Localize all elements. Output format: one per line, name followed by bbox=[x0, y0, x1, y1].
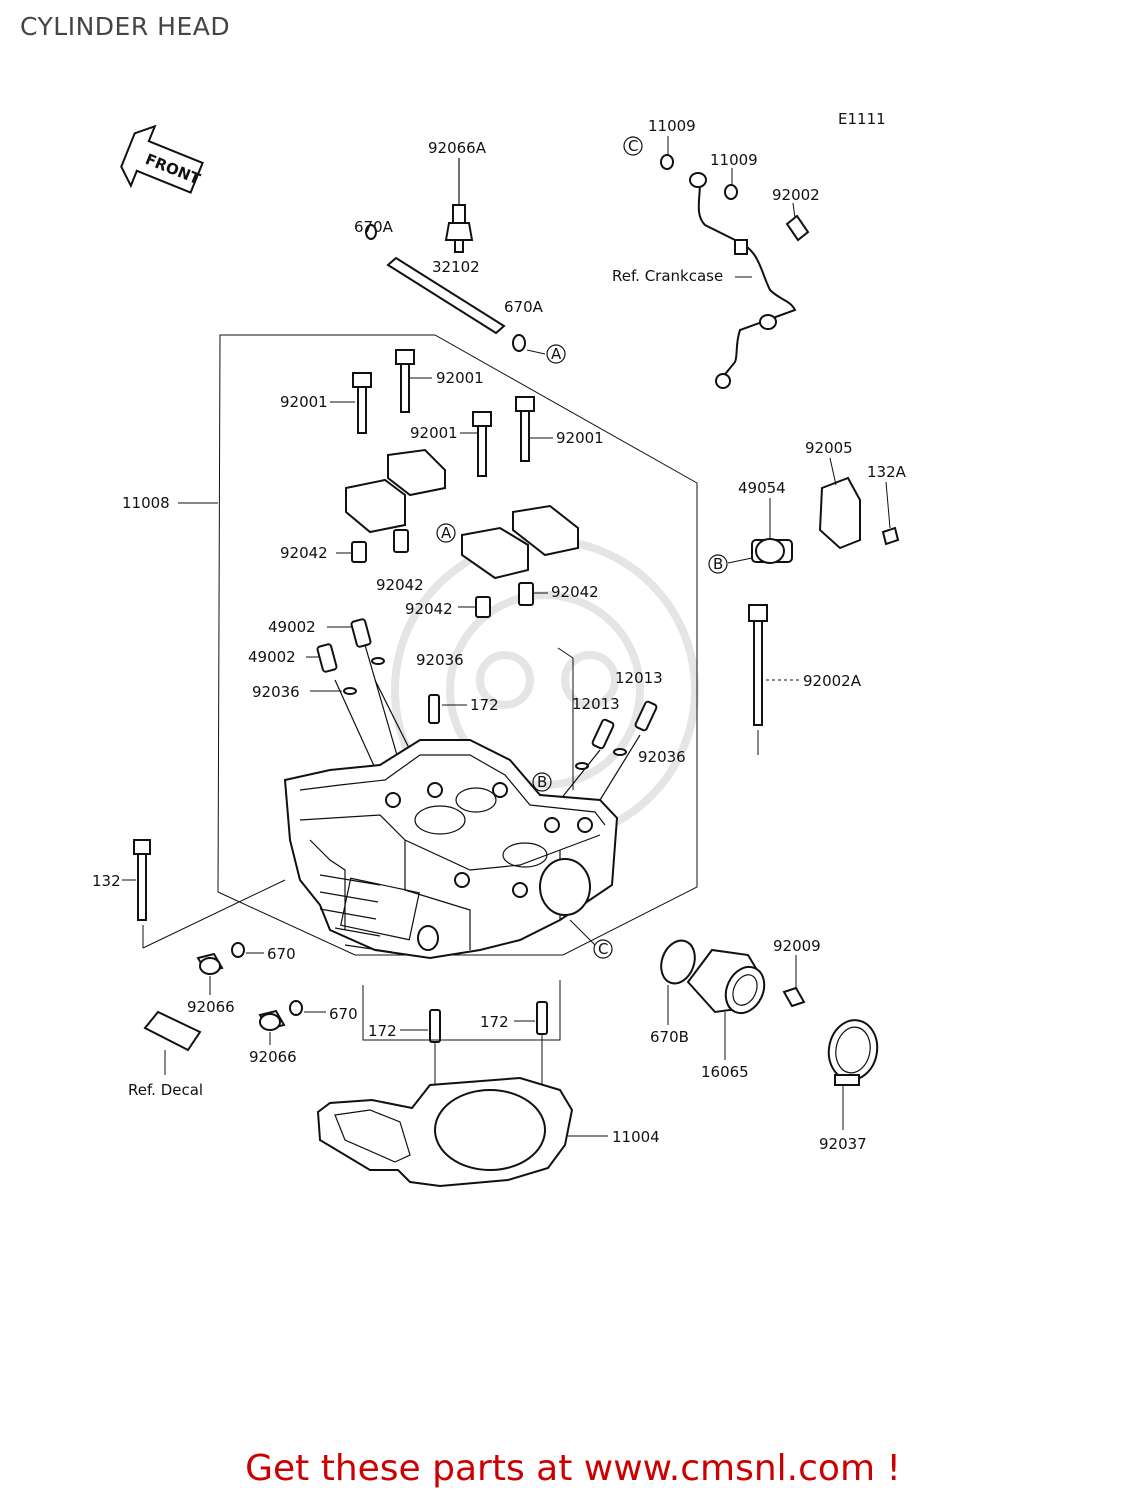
intake-holder bbox=[686, 948, 766, 1060]
dowels-92042 bbox=[336, 529, 548, 618]
stud-172-top bbox=[428, 694, 467, 724]
camshaft-caps bbox=[345, 448, 579, 580]
label-92066-2: 92066 bbox=[249, 1048, 297, 1066]
label-12013-1: 12013 bbox=[615, 669, 663, 687]
label-92042-4: 92042 bbox=[551, 583, 599, 601]
label-49002-2: 49002 bbox=[248, 648, 296, 666]
label-92042-3: 92042 bbox=[405, 600, 453, 618]
label-92042-1: 92042 bbox=[280, 544, 328, 562]
label-92009: 92009 bbox=[773, 937, 821, 955]
label-172-3: 172 bbox=[480, 1013, 509, 1031]
page-title: CYLINDER HEAD bbox=[20, 12, 231, 41]
callout-c-head: C bbox=[569, 919, 613, 959]
label-92005: 92005 bbox=[805, 439, 853, 457]
label-92001-4: 92001 bbox=[556, 429, 604, 447]
studs-172-bottom bbox=[362, 980, 561, 1095]
thermostat-housing bbox=[727, 457, 900, 564]
label-92066-1: 92066 bbox=[187, 998, 235, 1016]
label-670A-1: 670A bbox=[354, 218, 394, 236]
label-92036-2: 92036 bbox=[416, 651, 464, 669]
plugs-92066 bbox=[196, 942, 326, 1045]
label-12013-2: 12013 bbox=[572, 695, 620, 713]
label-172-1: 172 bbox=[470, 696, 499, 714]
clamp-92037 bbox=[827, 1019, 879, 1130]
svg-text:B: B bbox=[537, 773, 547, 791]
oil-pipe bbox=[365, 224, 546, 355]
label-172-2: 172 bbox=[368, 1022, 397, 1040]
oil-pressure-switch bbox=[444, 158, 474, 253]
label-ref-crankcase: Ref. Crankcase bbox=[612, 267, 723, 285]
label-92002: 92002 bbox=[772, 186, 820, 204]
label-92001-3: 92001 bbox=[410, 424, 458, 442]
label-92042-2: 92042 bbox=[376, 576, 424, 594]
svg-text:C: C bbox=[628, 137, 638, 155]
label-11009-2: 11009 bbox=[710, 151, 758, 169]
label-670A-2: 670A bbox=[504, 298, 544, 316]
label-670-1: 670 bbox=[267, 945, 296, 963]
label-92001-2: 92001 bbox=[280, 393, 328, 411]
label-49002-1: 49002 bbox=[268, 618, 316, 636]
svg-text:A: A bbox=[551, 345, 562, 363]
svg-text:A: A bbox=[441, 524, 452, 542]
label-11008: 11008 bbox=[122, 494, 170, 512]
label-92037: 92037 bbox=[819, 1135, 867, 1153]
svg-text:C: C bbox=[598, 940, 608, 958]
cylinder-head bbox=[283, 739, 619, 960]
bolt-132 bbox=[122, 839, 286, 949]
label-ref-decal: Ref. Decal bbox=[128, 1081, 203, 1099]
leader-head-dashed bbox=[557, 647, 574, 659]
bolt-92009 bbox=[782, 955, 806, 1008]
bolt-92002A bbox=[748, 604, 800, 755]
parts-diagram: E1111 FRONT 92066A 670A 32102 670A A bbox=[92, 110, 907, 1188]
cylinder-head-frame bbox=[178, 334, 698, 956]
callout-b-head: B bbox=[532, 772, 552, 792]
label-32102: 32102 bbox=[432, 258, 480, 276]
front-arrow-icon: FRONT bbox=[120, 124, 204, 194]
oring-670B bbox=[660, 939, 696, 1025]
label-92036-1: 92036 bbox=[252, 683, 300, 701]
svg-text:B: B bbox=[713, 555, 723, 573]
label-132: 132 bbox=[92, 872, 121, 890]
label-92066A: 92066A bbox=[428, 139, 487, 157]
label-11004: 11004 bbox=[612, 1128, 660, 1146]
label-670-2: 670 bbox=[329, 1005, 358, 1023]
label-92036-3: 92036 bbox=[638, 748, 686, 766]
label-132A: 132A bbox=[867, 463, 907, 481]
label-92001-1: 92001 bbox=[436, 369, 484, 387]
oil-line bbox=[660, 136, 810, 389]
label-16065: 16065 bbox=[701, 1063, 749, 1081]
callout-c-top: C bbox=[623, 136, 643, 156]
head-gasket bbox=[316, 1076, 608, 1188]
callout-b-right: B bbox=[708, 554, 728, 574]
callout-a-middle: A bbox=[436, 523, 456, 543]
callout-a-top: A bbox=[546, 344, 566, 364]
label-92002A: 92002A bbox=[803, 672, 862, 690]
decal bbox=[143, 1010, 202, 1075]
bolts-92001 bbox=[330, 349, 553, 477]
footer-link[interactable]: Get these parts at www.cmsnl.com ! bbox=[245, 1448, 901, 1489]
label-670B: 670B bbox=[650, 1028, 689, 1046]
diagram-code: E1111 bbox=[838, 110, 886, 128]
label-11009-1: 11009 bbox=[648, 117, 696, 135]
valve-guides bbox=[306, 618, 658, 801]
label-49054: 49054 bbox=[738, 479, 786, 497]
